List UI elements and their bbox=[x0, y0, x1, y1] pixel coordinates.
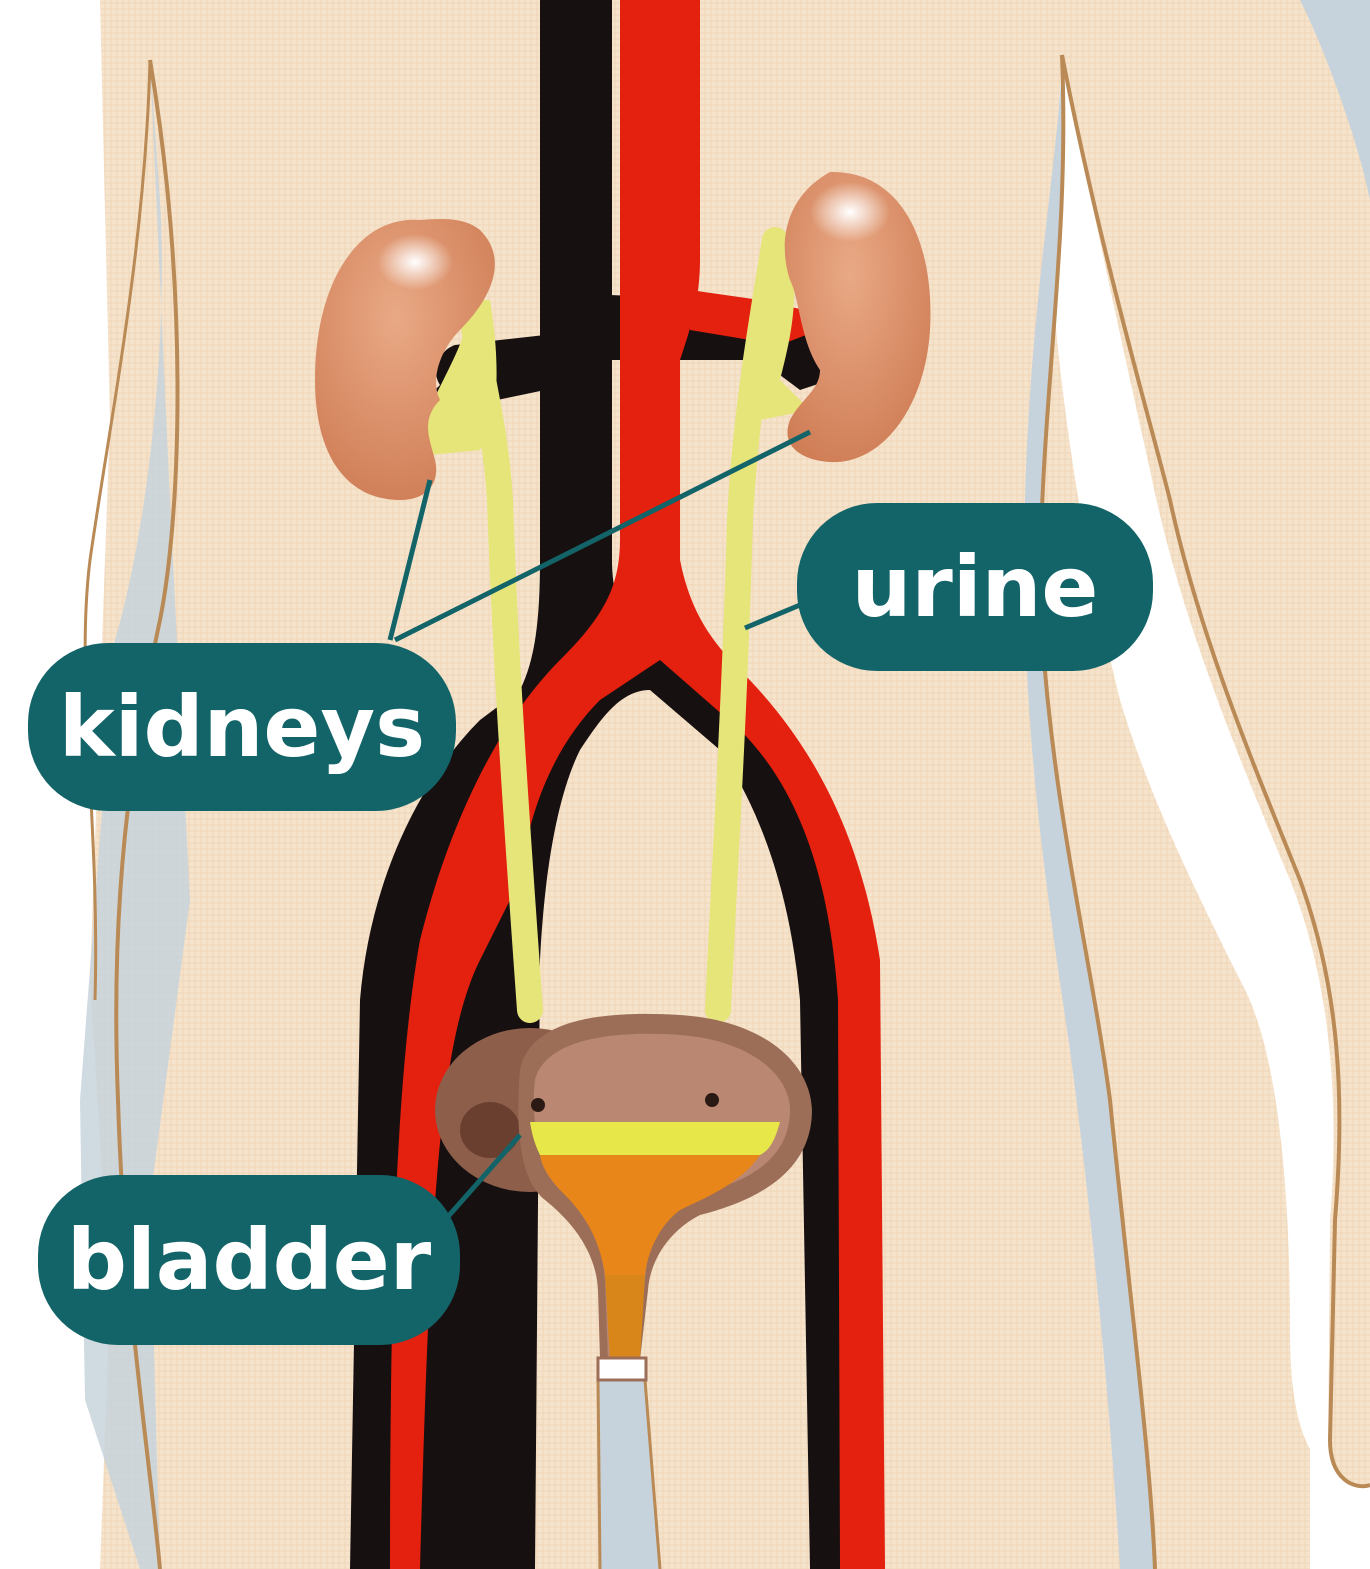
ureter-opening-left bbox=[531, 1098, 545, 1112]
label-kidneys: kidneys bbox=[28, 643, 456, 811]
label-kidneys-text: kidneys bbox=[59, 678, 425, 776]
urine-yellow bbox=[530, 1122, 780, 1155]
label-urine-text: urine bbox=[852, 538, 1099, 636]
bladder-back-shading bbox=[460, 1102, 520, 1158]
urethra-fill bbox=[605, 1275, 645, 1360]
label-bladder-text: bladder bbox=[67, 1211, 431, 1309]
ureter-opening-right bbox=[705, 1093, 719, 1107]
urethra-end bbox=[598, 1358, 646, 1380]
label-bladder: bladder bbox=[38, 1175, 460, 1345]
kidney-right-highlight bbox=[810, 182, 890, 242]
kidney-left-highlight bbox=[377, 234, 453, 290]
label-urine: urine bbox=[797, 503, 1153, 671]
